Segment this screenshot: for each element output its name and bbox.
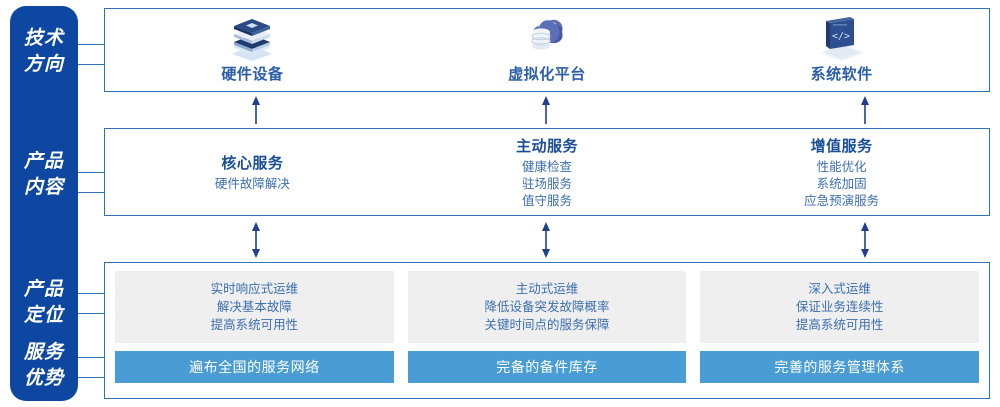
bottom-column-1: 实时响应式运维 解决基本故障 提高系统可用性 遍布全国的服务网络 [115, 271, 394, 390]
connector-positioning-top [78, 293, 106, 294]
content-item: 硬件故障解决 [214, 176, 290, 191]
connector-technology-top [78, 44, 106, 45]
positioning-line: 提高系统可用性 [210, 318, 299, 332]
technology-column-virtualization[interactable]: 虚拟化平台 [400, 9, 695, 91]
arrow-up-down-positioning-3 [858, 222, 872, 258]
bottom-column-2: 主动式运维 降低设备突发故障概率 关键时间点的服务保障 完备的备件库存 [407, 271, 687, 390]
content-column-proactive[interactable]: 主动服务 健康检查 驻场服务 值守服务 [400, 129, 695, 215]
technology-column-software[interactable]: </> 系统软件 [694, 9, 989, 91]
software-code-icon: </> [814, 15, 870, 61]
positioning-line: 提高系统可用性 [795, 318, 884, 332]
rail-label-technology: 技术 方向 [23, 28, 64, 75]
cloud-database-icon [519, 15, 575, 61]
positioning-line: 解决基本故障 [216, 300, 292, 314]
product-content-section: 核心服务 硬件故障解决 主动服务 健康检查 驻场服务 值守服务 增值服务 性能优… [104, 128, 990, 216]
advantage-bar-1[interactable]: 遍布全国的服务网络 [115, 351, 394, 383]
content-title-core: 核心服务 [221, 154, 284, 172]
content-item: 性能优化 [816, 159, 867, 174]
positioning-line: 关键时间点的服务保障 [484, 318, 610, 332]
technology-label-hardware: 硬件设备 [221, 66, 284, 83]
positioning-card-3[interactable]: 深入式运维 保证业务连续性 提高系统可用性 [700, 271, 980, 343]
rail-label-product-positioning: 产品 定位 [23, 279, 64, 326]
content-item: 值守服务 [522, 193, 573, 208]
svg-text:</>: </> [832, 31, 850, 42]
content-item: 系统加固 [816, 176, 867, 191]
arrow-up-down-positioning-2 [539, 222, 553, 258]
bottom-column-3: 深入式运维 保证业务连续性 提高系统可用性 完善的服务管理体系 [700, 271, 980, 390]
connector-advantage-top [78, 357, 106, 358]
left-rail [10, 6, 78, 401]
arrow-up-software [858, 96, 872, 124]
content-item: 健康检查 [522, 159, 573, 174]
positioning-line: 主动式运维 [515, 282, 579, 296]
connector-advantage-bottom [78, 377, 106, 378]
connector-content-top [78, 172, 106, 173]
advantage-bar-3[interactable]: 完善的服务管理体系 [700, 351, 980, 383]
connector-content-bottom [78, 192, 106, 193]
technology-label-software: 系统软件 [810, 66, 873, 83]
positioning-line: 深入式运维 [808, 282, 871, 296]
content-column-core[interactable]: 核心服务 硬件故障解决 [105, 129, 400, 215]
rail-label-service-advantage: 服务 优势 [23, 342, 64, 389]
positioning-advantage-section: 实时响应式运维 解决基本故障 提高系统可用性 遍布全国的服务网络 主动式运维 降… [104, 262, 990, 399]
connector-positioning-bottom [78, 313, 106, 314]
positioning-card-2[interactable]: 主动式运维 降低设备突发故障概率 关键时间点的服务保障 [407, 271, 687, 343]
content-item: 应急预演服务 [804, 193, 880, 208]
content-title-value-added: 增值服务 [810, 137, 873, 155]
positioning-line: 降低设备突发故障概率 [484, 300, 610, 314]
content-item: 驻场服务 [522, 176, 573, 191]
arrow-up-down-positioning-1 [249, 222, 263, 258]
advantage-bar-2[interactable]: 完备的备件库存 [407, 351, 687, 383]
technology-section: 硬件设备 虚拟化平台 [104, 8, 990, 92]
connector-technology-bottom [78, 64, 106, 65]
content-title-proactive: 主动服务 [516, 137, 579, 155]
rail-label-product-content: 产品 内容 [23, 151, 64, 198]
arrow-up-hardware [249, 96, 263, 124]
technology-label-virtualization: 虚拟化平台 [508, 66, 586, 83]
arrow-up-virtualization [539, 96, 553, 124]
content-column-value-added[interactable]: 增值服务 性能优化 系统加固 应急预演服务 [694, 129, 989, 215]
positioning-line: 实时响应式运维 [210, 282, 299, 296]
server-stack-icon [224, 15, 280, 61]
positioning-card-1[interactable]: 实时响应式运维 解决基本故障 提高系统可用性 [115, 271, 394, 343]
positioning-line: 保证业务连续性 [795, 300, 884, 314]
technology-column-hardware[interactable]: 硬件设备 [105, 9, 400, 91]
